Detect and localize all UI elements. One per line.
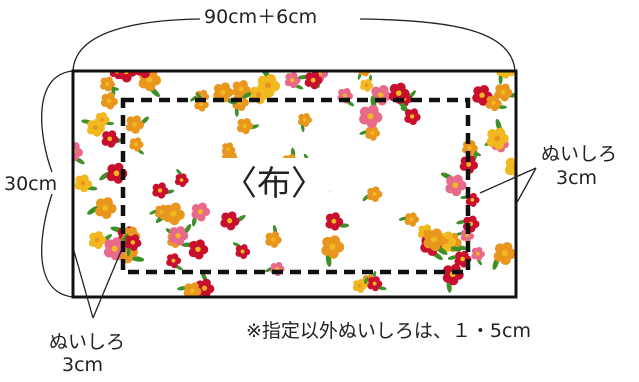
flower-motif [485, 95, 507, 112]
flower-motif [360, 74, 374, 92]
flower-motif [325, 212, 350, 231]
flower-motif [168, 223, 192, 246]
flower-motif [440, 172, 467, 197]
flower-motif [74, 174, 98, 193]
flower-motif [95, 112, 115, 127]
flower-motif [359, 95, 383, 129]
flower-motif [125, 115, 149, 134]
flower-motif [232, 242, 251, 259]
seam-allowance-note: ※指定以外ぬいしろは、１・5cm [246, 320, 531, 342]
flower-motif [174, 169, 189, 188]
flower-motif [232, 80, 257, 99]
flower-motif [166, 253, 183, 271]
width-dimension-label: 90cm＋6cm [201, 8, 321, 27]
flower-motif [486, 118, 509, 150]
flower-motif [220, 211, 246, 231]
flower-motif [352, 277, 369, 293]
sewing-line [120, 97, 471, 275]
width-bracket [72, 18, 516, 72]
bottom-allowance-label-line2: 3cm [62, 354, 104, 376]
flower-motif [124, 234, 142, 257]
bottom-allowance-leader-2 [92, 250, 122, 319]
flower-motif [492, 242, 516, 270]
bottom-allowance-leader-1 [73, 250, 94, 319]
height-bracket [41, 70, 74, 298]
flower-motif [460, 192, 480, 207]
flower-motif [101, 130, 126, 148]
flower-motif [494, 83, 516, 102]
flower-motif [321, 235, 345, 267]
height-dimension-label: 30cm [4, 173, 58, 195]
flower-motif [149, 204, 169, 220]
flower-motif [100, 86, 118, 110]
flower-motif [129, 137, 144, 155]
flower-motif [81, 118, 105, 137]
flower-motif [181, 239, 209, 260]
flower-motif [87, 197, 117, 220]
flower-motif [297, 71, 323, 90]
flower-motif [152, 182, 175, 199]
flower-motif [362, 186, 383, 203]
flower-motif [177, 282, 202, 297]
right-allowance-label-line1: ぬいしろ [541, 143, 618, 165]
right-allowance-leader-1 [479, 167, 537, 194]
fabric-label: 〈布〉 [219, 158, 329, 210]
bottom-allowance-label-line1: ぬいしろ [49, 331, 126, 353]
flower-motif [359, 125, 381, 141]
outer-cut-line [71, 69, 518, 299]
flower-motif [367, 276, 387, 292]
flower-motif [423, 228, 448, 255]
flower-motif [398, 212, 419, 227]
flower-motif [400, 107, 421, 125]
right-allowance-label-line2: 3cm [556, 167, 598, 189]
flower-motif [191, 202, 211, 227]
flower-motif [471, 246, 485, 266]
flower-motif [213, 82, 237, 105]
flower-motif [265, 224, 282, 248]
flower-motif [297, 113, 312, 133]
flower-motif [88, 231, 112, 250]
flower-motif [236, 118, 259, 135]
right-allowance-leader-2 [514, 167, 537, 207]
